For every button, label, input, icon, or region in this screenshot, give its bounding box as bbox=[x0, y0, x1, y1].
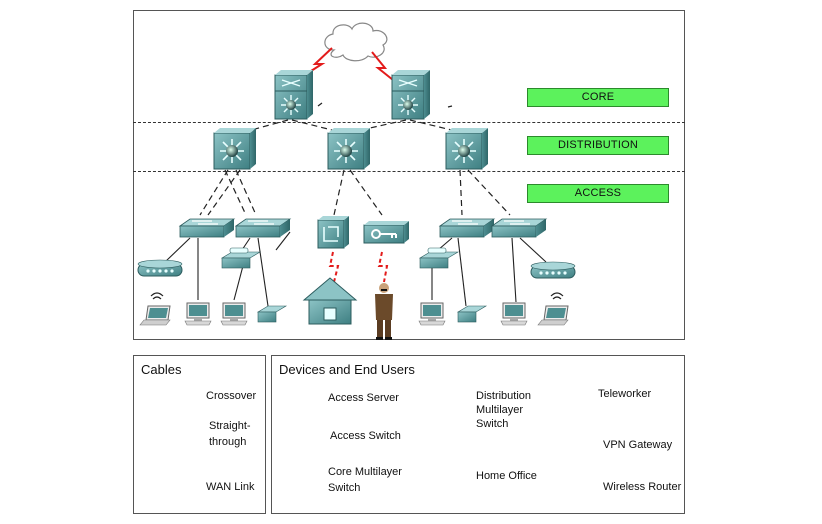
home-office-label: Home Office bbox=[476, 470, 537, 482]
home-office-icon bbox=[303, 277, 357, 325]
wireless-router-label: Wireless Router bbox=[603, 481, 682, 493]
printer-left-icon bbox=[256, 305, 288, 323]
pc-3-icon bbox=[418, 302, 446, 326]
wireless-router-left-icon bbox=[137, 259, 183, 277]
vpn-gateway-label: VPN Gateway bbox=[603, 439, 673, 451]
core-switch-label-1: Core Multilayer bbox=[328, 466, 402, 478]
access-server-label: Access Server bbox=[328, 392, 399, 404]
access-switch-3-icon bbox=[439, 218, 495, 238]
laptop-right-icon bbox=[537, 305, 569, 326]
core-switch-right-icon bbox=[391, 69, 431, 120]
access-layer-label: ACCESS bbox=[527, 184, 669, 203]
distribution-switch-label-1: Distribution bbox=[476, 390, 532, 402]
distribution-switch-left-icon bbox=[213, 127, 257, 170]
cables-legend-title: Cables bbox=[141, 362, 182, 377]
distribution-switch-label-2: Multilayer bbox=[476, 404, 524, 416]
access-switch-4-icon bbox=[491, 218, 547, 238]
teleworker-icon bbox=[375, 283, 393, 340]
wireless-signal-icons bbox=[150, 292, 564, 300]
access-switch-label: Access Switch bbox=[330, 430, 401, 442]
core-layer-label: CORE bbox=[527, 88, 669, 107]
wan-cloud-icon bbox=[324, 22, 388, 62]
core-distribution-boundary bbox=[133, 122, 685, 123]
access-switch-2-icon bbox=[235, 218, 291, 238]
distribution-access-boundary bbox=[133, 171, 685, 172]
wireless-router-right-icon bbox=[530, 261, 576, 279]
remote-wan-links bbox=[328, 251, 389, 283]
wan-link-right bbox=[371, 51, 399, 85]
distribution-switch-center-icon bbox=[327, 127, 371, 170]
devices-legend-panel bbox=[271, 355, 685, 514]
pc-4-icon bbox=[500, 302, 528, 326]
straight-through-links bbox=[164, 231, 547, 307]
distribution-switch-right-icon bbox=[445, 127, 489, 170]
pc-1-icon bbox=[184, 302, 212, 326]
laptop-left-icon bbox=[139, 305, 171, 326]
ip-phone-left-icon bbox=[221, 247, 261, 269]
wan-link-label: WAN Link bbox=[206, 481, 255, 493]
cables-legend-panel bbox=[133, 355, 266, 514]
devices-legend-title: Devices and End Users bbox=[279, 362, 415, 377]
teleworker-label: Teleworker bbox=[598, 388, 652, 400]
ip-phone-right-icon bbox=[419, 247, 459, 269]
pc-2-icon bbox=[220, 302, 248, 326]
vpn-gateway-icon bbox=[363, 220, 410, 244]
distribution-switch-label-3: Switch bbox=[476, 418, 509, 430]
straight-through-label-1: Straight- bbox=[209, 420, 251, 432]
distribution-layer-label: DISTRIBUTION bbox=[527, 136, 669, 155]
access-server-icon bbox=[317, 215, 350, 249]
straight-through-label-2: through bbox=[209, 436, 247, 448]
core-switch-label-2: Switch bbox=[328, 482, 361, 494]
core-switch-left-icon bbox=[274, 69, 314, 120]
access-switch-1-icon bbox=[179, 218, 235, 238]
crossover-label: Crossover bbox=[206, 390, 257, 402]
printer-right-icon bbox=[456, 305, 488, 323]
